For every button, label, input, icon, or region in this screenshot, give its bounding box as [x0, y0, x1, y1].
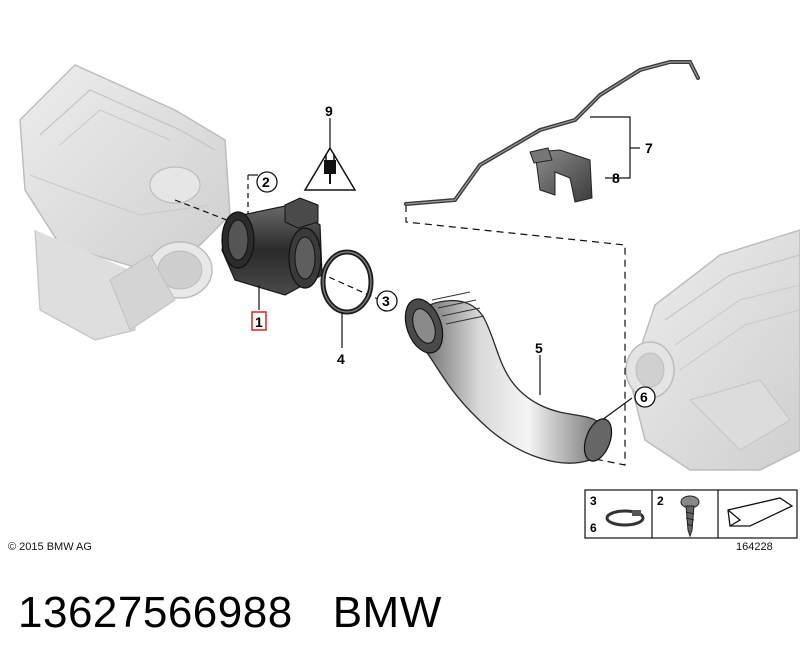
callout-2: 2	[262, 174, 270, 190]
highlight-box-part-1	[251, 311, 267, 331]
diagram-number: 164228	[736, 541, 773, 553]
leader-lines	[258, 116, 640, 395]
callout-circle-6	[634, 386, 656, 408]
hose-clamp-icon	[605, 509, 645, 527]
legend-cell1-top: 3	[590, 494, 597, 508]
legend-cell1-bottom: 6	[590, 521, 597, 535]
callout-9: 9	[325, 103, 333, 119]
clamp-part	[529, 147, 593, 203]
intake-hose	[404, 291, 613, 464]
callout-7: 7	[645, 140, 653, 156]
screw-icon	[680, 495, 700, 538]
callout-4: 4	[337, 351, 345, 367]
intake-manifold-ghost	[625, 229, 800, 471]
legend-box: 3 6 2	[584, 489, 798, 539]
o-ring-seal	[320, 249, 374, 315]
installation-arrow-icon	[727, 497, 794, 527]
callout-5: 5	[535, 340, 543, 356]
electrical-connector-symbol	[303, 146, 357, 191]
brand-name: BMW	[332, 588, 442, 637]
callout-circle-2	[256, 171, 278, 193]
part-number: 13627566988	[18, 588, 293, 637]
part-caption: 13627566988 BMW	[18, 588, 442, 638]
legend-cell2: 2	[657, 494, 664, 508]
callout-3: 3	[382, 293, 390, 309]
copyright-label: © 2015 BMW AG	[8, 541, 92, 553]
vent-line	[404, 60, 700, 206]
callout-8: 8	[612, 170, 620, 186]
callout-circle-3	[376, 290, 398, 312]
air-filter-housing-ghost	[19, 64, 231, 341]
callout-1: 1	[255, 314, 263, 330]
callout-6: 6	[640, 389, 648, 405]
parts-diagram: 1 2 3 4 5 6 7 8 9 3 6 2	[19, 60, 800, 539]
mass-air-flow-meter	[221, 197, 323, 296]
